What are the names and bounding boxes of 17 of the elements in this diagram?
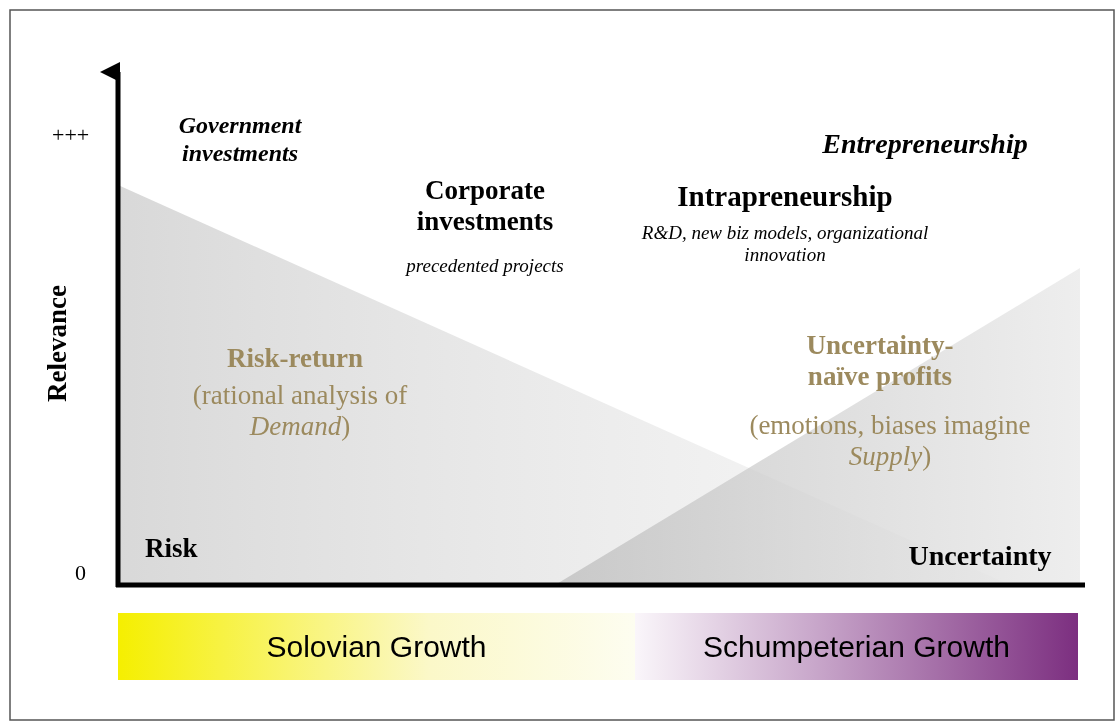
sector-title: Corporate investments [415, 175, 555, 238]
growth-band: Solovian Growth [118, 613, 635, 680]
sector-title: Intrapreneurship [676, 180, 894, 214]
sector-note: R&D, new biz models, organizational innovation [640, 222, 930, 266]
axis-end-label: Uncertainty [907, 540, 1053, 573]
axis-title: Relevance [42, 284, 74, 404]
sector-title: Government investments [177, 112, 303, 168]
region-title: Risk-return [226, 343, 364, 375]
tick-label: +++ [52, 122, 91, 148]
sector-note: precedented projects [404, 255, 565, 277]
region-description: (rational analysis of Demand) [191, 380, 409, 443]
region-title: Uncertainty-naïve profits [805, 330, 955, 393]
growth-band: Schumpeterian Growth [635, 613, 1078, 680]
sector-title: Entrepreneurship [821, 128, 1029, 161]
region-description: (emotions, biases imagine Supply) [748, 410, 1032, 473]
tick-label: 0 [75, 560, 87, 586]
axis-end-label: Risk [145, 533, 199, 565]
